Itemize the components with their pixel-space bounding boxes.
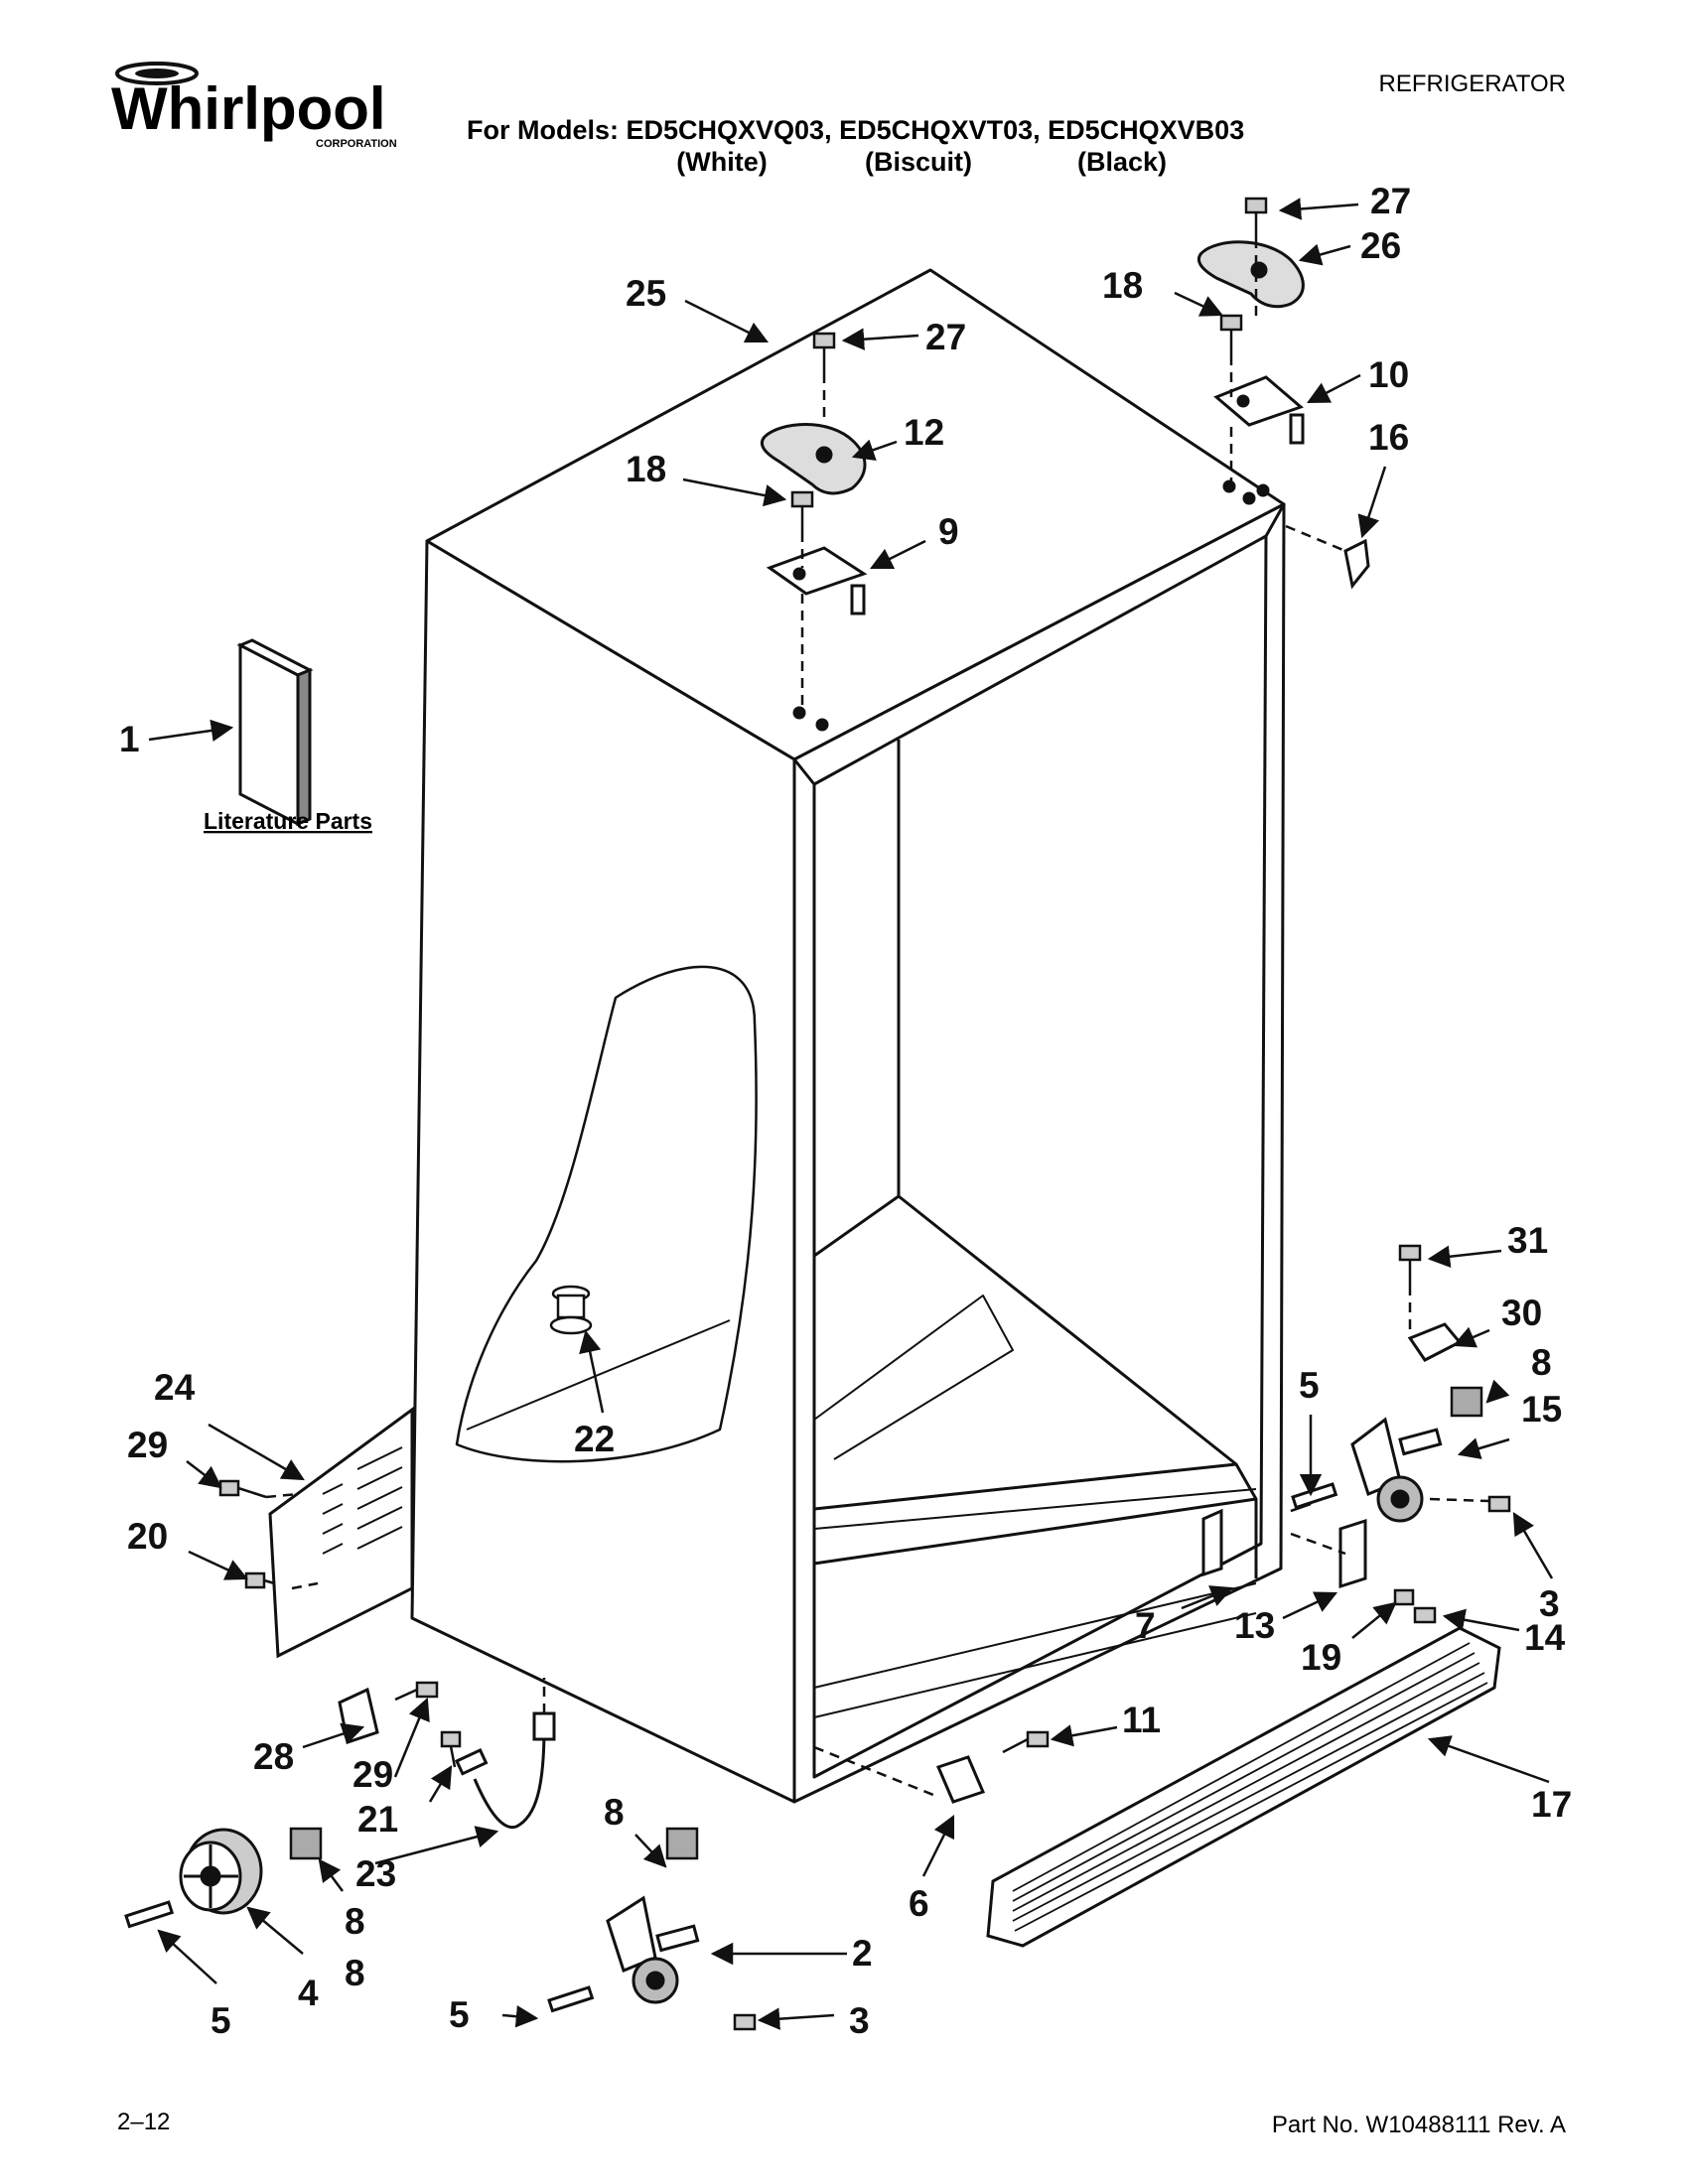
callout-20: 20 [127, 1516, 168, 1557]
logo-subtitle: CORPORATION [316, 138, 397, 150]
top-hinge-right [1213, 375, 1305, 445]
callout-3a: 3 [1539, 1583, 1560, 1624]
grommet [549, 1285, 593, 1335]
callout-31: 31 [1507, 1220, 1548, 1261]
callout-2: 2 [852, 1933, 873, 1974]
water-line [455, 1711, 556, 1830]
callout-27b: 27 [925, 317, 966, 357]
literature-booklet [236, 638, 314, 827]
screw-parts [218, 197, 1511, 2031]
callout-22: 22 [574, 1419, 615, 1459]
logo-wordmark: Whirlpool [111, 75, 386, 142]
callout-29a: 29 [127, 1425, 168, 1465]
callout-8a: 8 [1531, 1342, 1552, 1383]
refrigerator-cabinet [410, 268, 1286, 1804]
callout-6: 6 [909, 1883, 929, 1924]
callout-18: 18 [1102, 265, 1143, 306]
callout-16: 16 [1368, 417, 1409, 458]
callout-30: 30 [1501, 1293, 1542, 1333]
color-white: (White) [676, 147, 767, 177]
callout-12: 12 [904, 412, 944, 453]
callout-leaders [148, 198, 1554, 2030]
callout-8b: 8 [604, 1792, 625, 1833]
callout-24: 24 [154, 1367, 196, 1408]
part-number: Part No. W10488111 Rev. A [1272, 2112, 1566, 2138]
brackets [338, 1322, 1463, 1804]
callout-1: 1 [119, 719, 140, 759]
rear-grille [268, 1407, 414, 1659]
roller-pins [124, 1482, 1338, 2013]
pads [289, 1386, 1483, 1860]
assembly-lines [265, 238, 1490, 1799]
callout-15: 15 [1521, 1389, 1562, 1430]
callout-4: 4 [298, 1973, 319, 2013]
top-hinge-cover-left [760, 423, 867, 495]
color-black: (Black) [1077, 147, 1167, 177]
callout-5a: 5 [1299, 1365, 1320, 1406]
callout-11: 11 [1122, 1700, 1161, 1740]
callout-14: 14 [1524, 1617, 1566, 1658]
literature-parts-label: Literature Parts [204, 808, 372, 834]
callout-13: 13 [1234, 1605, 1275, 1646]
callout-17: 17 [1531, 1784, 1572, 1825]
category-label: REFRIGERATOR [1379, 70, 1566, 97]
color-biscuit: (Biscuit) [865, 147, 972, 177]
callout-25: 25 [626, 273, 666, 314]
callout-10: 10 [1368, 354, 1409, 395]
shim-16 [1343, 538, 1370, 590]
callout-28: 28 [253, 1736, 294, 1777]
page-number: 2–12 [117, 2109, 170, 2135]
callout-29b: 29 [352, 1754, 393, 1795]
callout-5b: 5 [211, 2000, 231, 2041]
callout-23: 23 [355, 1853, 396, 1894]
top-hinge-left [766, 546, 868, 615]
callout-3b: 3 [849, 2000, 870, 2041]
callout-8c: 8 [345, 1901, 365, 1942]
front-roller-right [1350, 1417, 1443, 1523]
rear-wheel [179, 1828, 263, 1915]
callout-26: 26 [1360, 225, 1401, 266]
cabinet-opening [812, 534, 1268, 1779]
callout-27: 27 [1370, 181, 1411, 221]
cutaway-panel [455, 965, 758, 1463]
whirlpool-logo: Whirlpool CORPORATION [111, 62, 397, 150]
callout-8d: 8 [345, 1953, 365, 1993]
base-grille [986, 1626, 1501, 1948]
models-label: For Models: ED5CHQXVQ03, ED5CHQXVT03, ED… [467, 115, 1244, 145]
callout-numbers: 27 26 18 10 16 25 27 12 18 9 1 31 30 8 5… [119, 181, 1572, 2041]
front-roller-left [606, 1895, 700, 2004]
callout-21: 21 [357, 1799, 398, 1840]
callout-7: 7 [1135, 1605, 1156, 1646]
callout-9: 9 [938, 511, 959, 552]
callout-19: 19 [1301, 1637, 1341, 1678]
callout-18b: 18 [626, 449, 666, 489]
top-hinge-cover-right [1196, 240, 1305, 309]
callout-5c: 5 [449, 1994, 470, 2035]
